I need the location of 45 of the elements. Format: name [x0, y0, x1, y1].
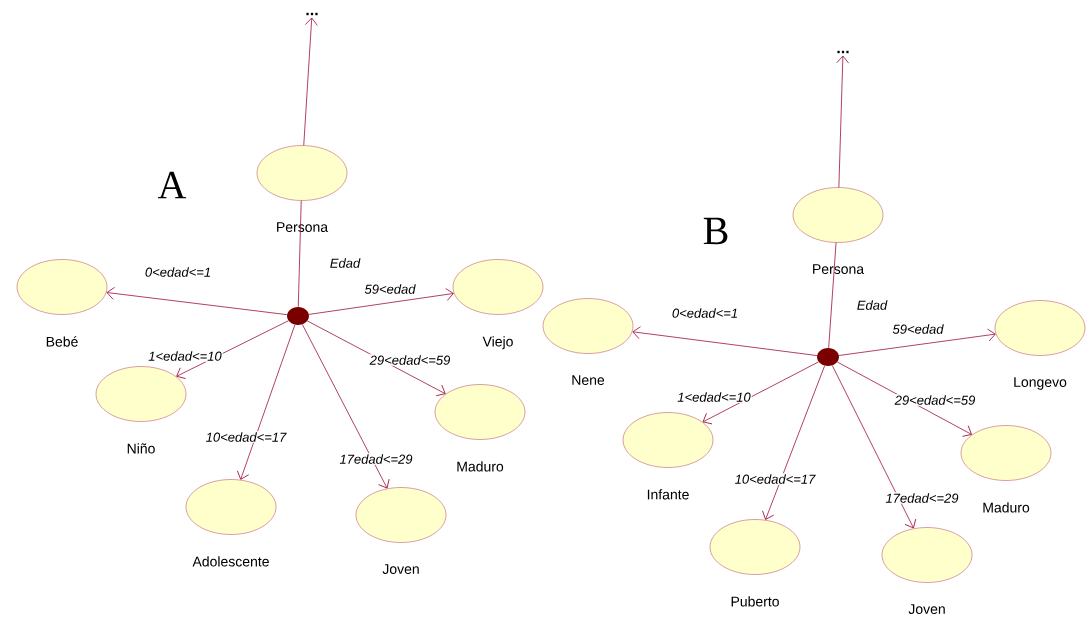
- arrow: [702, 361, 819, 425]
- arrow: [632, 326, 818, 356]
- arrow: [831, 365, 917, 529]
- ellipsis-text: ...: [306, 12, 318, 16]
- edge-label: 29<edad<=59: [368, 354, 452, 366]
- node-label: Bebé: [46, 336, 78, 347]
- ellipsis-text: ...: [837, 50, 849, 54]
- edge-label: 17edad<=29: [884, 492, 960, 504]
- diagram-letter: A: [157, 171, 187, 199]
- edge-label: 17edad<=29: [338, 453, 414, 465]
- node-label: Maduro: [983, 502, 1030, 513]
- arrow: [838, 328, 996, 356]
- edge-label: 1<edad<=10: [676, 391, 752, 403]
- edge-label: Edad: [328, 257, 362, 269]
- node-label: Persona: [813, 264, 865, 275]
- arrow: [236, 324, 296, 480]
- node-label: Joven: [908, 604, 945, 615]
- arrow: [176, 320, 289, 379]
- arrow: [302, 324, 390, 489]
- arrow: [308, 288, 454, 315]
- node-label: Niño: [127, 443, 155, 454]
- node-label: Maduro: [457, 461, 504, 472]
- arrow: [836, 55, 850, 188]
- node-label: Adolescente: [192, 556, 269, 567]
- edge-label: 10<edad<=17: [733, 473, 817, 485]
- edge-label: 1<edad<=10: [147, 350, 223, 362]
- node-label: Nene: [572, 375, 605, 386]
- diagram-letter: B: [703, 217, 728, 245]
- edge-label: 0<edad<=1: [670, 307, 740, 319]
- edge-label: 0<edad<=1: [143, 266, 213, 278]
- edge-label: Edad: [855, 299, 889, 311]
- junction-dot: [287, 307, 309, 325]
- node-label: Infante: [647, 489, 689, 500]
- junction-dot: [817, 348, 839, 366]
- arrow: [106, 287, 288, 316]
- edge-label: 59<edad: [363, 283, 417, 295]
- edge-label: 10<edad<=17: [204, 431, 288, 443]
- node-label: Joven: [382, 564, 419, 575]
- edge-label: 59<edad: [891, 323, 945, 335]
- arrow: [303, 17, 318, 146]
- node-label: Puberto: [731, 596, 779, 607]
- node-label: Viejo: [482, 336, 513, 350]
- node-label: Longevo: [1014, 377, 1067, 390]
- edge-label: 29<edad<=59: [893, 394, 977, 406]
- arrow: [762, 365, 826, 520]
